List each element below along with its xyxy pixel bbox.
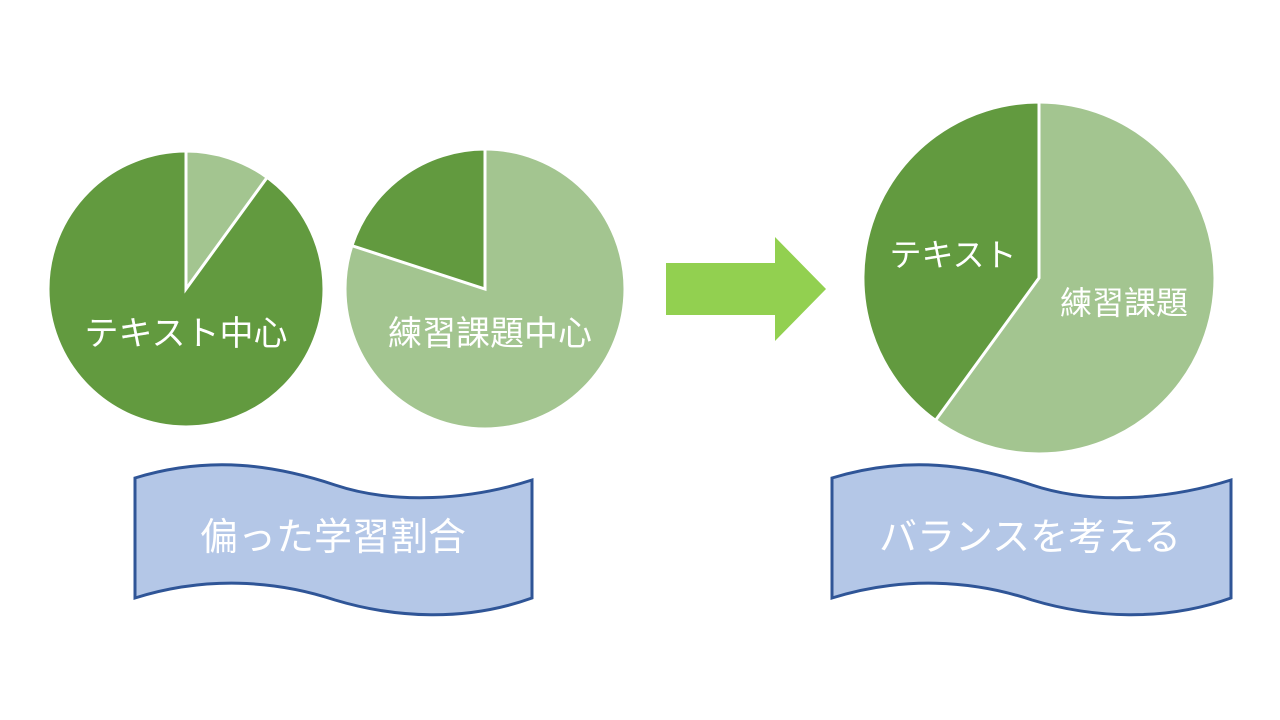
pie-text-focus: テキスト中心 [46, 149, 326, 429]
banner-biased-ratio-shape [133, 463, 534, 617]
pie-balanced-text-label: テキスト [889, 236, 1016, 274]
banner-consider-balance-shape [830, 463, 1233, 617]
pie-balanced: テキスト 練習課題 [861, 100, 1217, 456]
pie-exercise-focus-small-slice [350, 147, 487, 292]
banner-biased-ratio: 偏った学習割合 [133, 463, 534, 617]
pie-text-focus-small-slice [184, 149, 270, 294]
pie-exercise-focus: 練習課題中心 [343, 147, 627, 431]
banner-biased-ratio-label: 偏った学習割合 [200, 515, 466, 559]
right-arrow-icon [666, 237, 826, 341]
banner-consider-balance: バランスを考える [830, 463, 1233, 617]
pie-balanced-exercise-label: 練習課題 [1060, 284, 1188, 322]
pie-text-focus-label: テキスト中心 [85, 314, 288, 354]
pie-exercise-focus-label: 練習課題中心 [388, 314, 592, 354]
pie-balanced-text-slice [861, 100, 1041, 423]
banner-consider-balance-label: バランスを考える [879, 515, 1181, 559]
